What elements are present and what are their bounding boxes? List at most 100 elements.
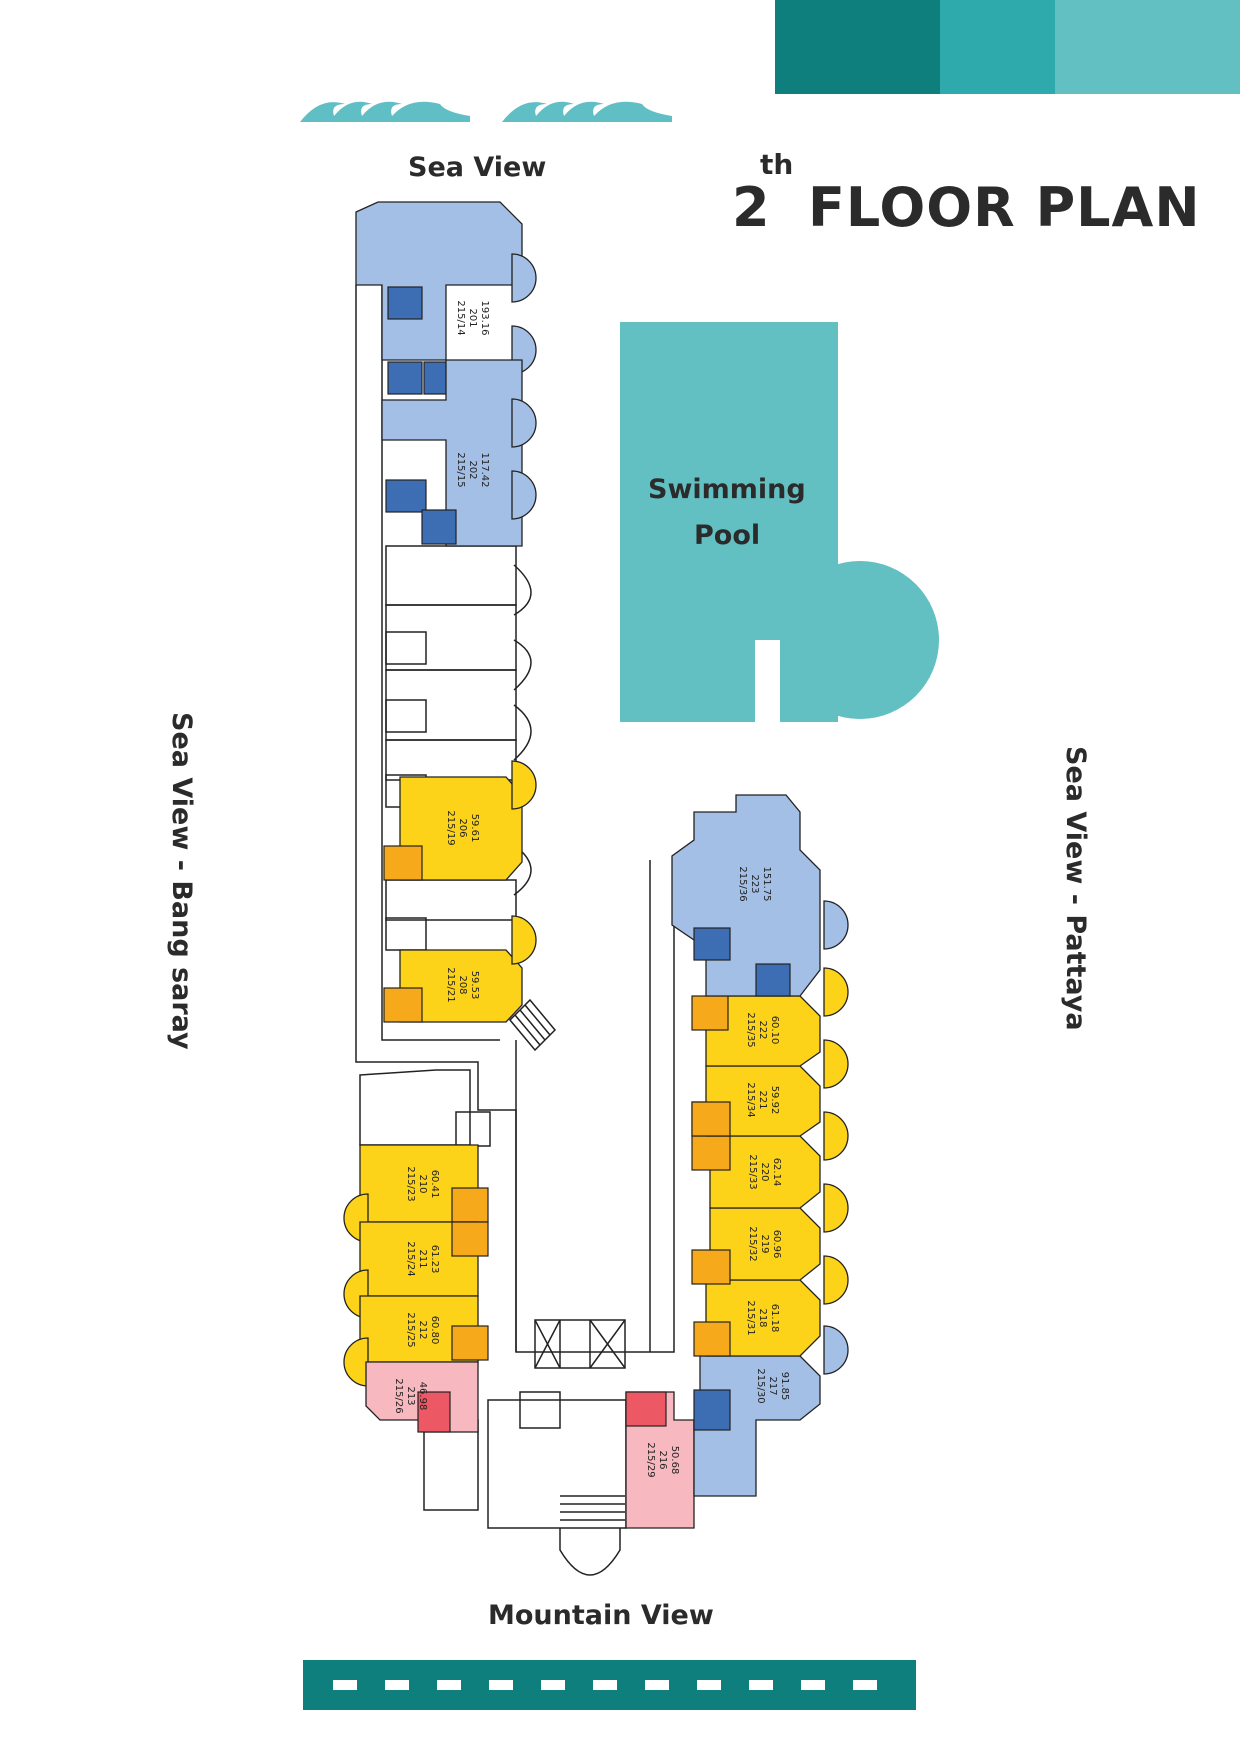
- unit-221[interactable]: 59.92221215/34: [691, 1039, 849, 1137]
- unit-number: 213: [405, 1386, 416, 1405]
- unit-213[interactable]: 46.98213215/26: [365, 1361, 479, 1433]
- unit-222-bay-window: [823, 967, 849, 1017]
- unit-plot: 215/14: [455, 300, 466, 335]
- unit-220-bay-window: [823, 1111, 849, 1161]
- unit-area: 60.80: [429, 1316, 440, 1345]
- unit-area: 46.98: [417, 1382, 428, 1411]
- unit-plot: 215/15: [455, 452, 466, 487]
- unit-219[interactable]: 60.96219215/32: [691, 1183, 849, 1285]
- unit-number: 202: [467, 460, 478, 479]
- unit-number: 212: [417, 1320, 428, 1339]
- view-label-bottom: Mountain View: [488, 1600, 714, 1631]
- unit-area: 61.23: [429, 1245, 440, 1274]
- unit-plot: 215/24: [405, 1241, 416, 1276]
- unit-212-bathroom-block: [451, 1325, 489, 1361]
- unit-area: 60.41: [429, 1170, 440, 1199]
- footer-bar-dashes: [333, 1680, 877, 1690]
- unit-210-bathroom-block: [451, 1187, 489, 1223]
- unit-number: 201: [467, 308, 478, 327]
- unit-201-bay-window: [511, 253, 537, 303]
- unit-area: 59.53: [469, 971, 480, 1000]
- floor-number: 2: [732, 176, 771, 239]
- unit-217[interactable]: 91.85217215/30: [693, 1325, 849, 1497]
- unit-213-label: 46.98213215/26: [393, 1378, 428, 1413]
- unit-220-bathroom-block: [691, 1135, 731, 1171]
- unit-number: 220: [759, 1162, 770, 1181]
- swimming-pool: [620, 322, 939, 722]
- unit-211[interactable]: 61.23211215/24: [343, 1221, 489, 1319]
- unit-210-label: 60.41210215/23: [405, 1166, 440, 1201]
- unit-223-label: 151.75223215/36: [737, 866, 772, 901]
- unit-area: 62.14: [771, 1158, 782, 1187]
- unit-202-bathroom-block: [385, 479, 427, 513]
- unit-number: 216: [657, 1450, 668, 1469]
- unit-plot: 215/34: [745, 1082, 756, 1117]
- unit-plot: 215/32: [747, 1226, 758, 1261]
- page-title: FLOOR PLAN: [808, 176, 1201, 239]
- unit-area: 61.18: [769, 1304, 780, 1333]
- unit-223-bathroom-block: [755, 963, 791, 997]
- unit-217-label: 91.85217215/30: [755, 1368, 790, 1403]
- unit-220-label: 62.14220215/33: [747, 1154, 782, 1189]
- unit-221-bathroom-block: [691, 1101, 731, 1137]
- unit-201-shape: [355, 201, 523, 361]
- unit-plot: 215/25: [405, 1312, 416, 1347]
- unit-212-bay-window: [343, 1337, 369, 1387]
- unit-plot: 215/19: [445, 810, 456, 845]
- view-label-right: Sea View - Pattaya: [1060, 746, 1091, 1031]
- unit-211-bathroom-block: [451, 1221, 489, 1257]
- unit-plot: 215/30: [755, 1368, 766, 1403]
- unit-number: 223: [749, 874, 760, 893]
- unit-number: 206: [457, 818, 468, 837]
- unit-212[interactable]: 60.80212215/25: [343, 1295, 489, 1387]
- header-bar-mid: [940, 0, 1055, 94]
- view-label-top: Sea View: [408, 152, 547, 183]
- unit-206-bay-window: [511, 760, 537, 810]
- unit-218[interactable]: 61.18218215/31: [693, 1255, 849, 1357]
- unit-222-label: 60.10222215/35: [745, 1012, 780, 1047]
- pool-label-line2: Pool: [694, 520, 761, 551]
- unit-area: 60.96: [771, 1230, 782, 1259]
- header-bar-light: [1055, 0, 1240, 94]
- unit-216[interactable]: 50.68216215/29: [625, 1391, 695, 1529]
- unit-plot: 215/35: [745, 1012, 756, 1047]
- units-layer: 193.16201215/14 117.42202215/15 59.6120621…: [343, 201, 849, 1529]
- unit-222[interactable]: 60.10222215/35: [691, 967, 849, 1067]
- unit-plot: 215/21: [445, 967, 456, 1002]
- unit-number: 218: [757, 1308, 768, 1327]
- unit-area: 60.10: [769, 1016, 780, 1045]
- unit-plot: 215/31: [745, 1300, 756, 1335]
- floor-suffix: th: [760, 148, 794, 181]
- unit-202-bay-window: [511, 398, 537, 448]
- unit-221-label: 59.92221215/34: [745, 1082, 780, 1117]
- unit-202-bay-window: [511, 470, 537, 520]
- unit-201-bathroom-block: [387, 286, 423, 320]
- unit-217-bathroom-block: [693, 1389, 731, 1431]
- unit-216-bathroom-block: [625, 1391, 667, 1427]
- unit-223[interactable]: 151.75223215/36: [671, 794, 849, 997]
- unit-210[interactable]: 60.41210215/23: [343, 1144, 489, 1243]
- unit-plot: 215/33: [747, 1154, 758, 1189]
- unit-area: 193.16: [479, 301, 490, 336]
- unit-area: 117.42: [479, 453, 490, 488]
- unit-number: 217: [767, 1376, 778, 1395]
- unit-211-label: 61.23211215/24: [405, 1241, 440, 1276]
- unit-206-label: 59.61206215/19: [445, 810, 480, 845]
- unit-218-label: 61.18218215/31: [745, 1300, 780, 1335]
- unit-208[interactable]: 59.53208215/21: [383, 915, 537, 1023]
- unit-area: 50.68: [669, 1446, 680, 1475]
- unit-219-label: 60.96219215/32: [747, 1226, 782, 1261]
- unit-216-label: 50.68216215/29: [645, 1442, 680, 1477]
- unit-219-bay-window: [823, 1183, 849, 1233]
- view-label-left: Sea View - Bang saray: [166, 712, 197, 1050]
- unit-208-bay-window: [511, 915, 537, 965]
- unit-206[interactable]: 59.61206215/19: [383, 760, 537, 881]
- unit-202[interactable]: 117.42202215/15: [381, 359, 537, 547]
- unit-218-bathroom-block: [693, 1321, 731, 1357]
- unit-number: 208: [457, 975, 468, 994]
- unit-221-bay-window: [823, 1039, 849, 1089]
- building-outline: [355, 285, 675, 1576]
- unit-number: 222: [757, 1020, 768, 1039]
- unit-plot: 215/23: [405, 1166, 416, 1201]
